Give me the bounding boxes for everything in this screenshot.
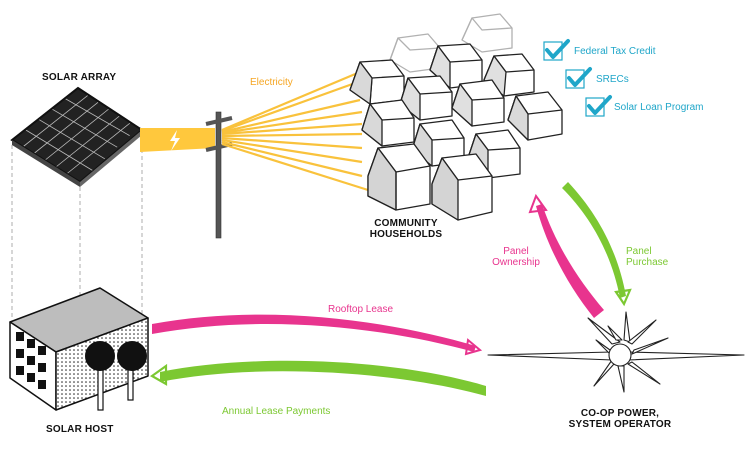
incentive-checks [543,39,612,117]
community-households-line-2: HOUSEHOLDS [369,229,443,240]
checkbox-icon [543,39,570,61]
panel-ownership-line-1: Panel [503,246,529,257]
arrowhead-icon [149,363,168,386]
rooftop-lease-arrow [152,314,476,352]
tree-icon [117,341,147,401]
arrowhead-icon [464,338,483,356]
lease-payments-arrow [160,360,486,396]
incentive-federal-tax-credit: Federal Tax Credit [574,46,656,57]
lightning-bolt-icon [170,130,180,151]
incentive-srecs: SRECs [596,74,629,85]
electricity-label: Electricity [250,77,293,88]
community-houses [349,13,563,221]
tree-icon [85,341,115,411]
solar-host-label: SOLAR HOST [46,424,114,435]
co-op-line-2: SYSTEM OPERATOR [568,419,672,430]
panel-ownership-arrow [536,204,604,318]
panel-purchase-line-2: Purchase [626,257,669,268]
solar-array-label: SOLAR ARRAY [42,72,117,83]
checkbox-icon [585,95,612,117]
annual-lease-payments-label: Annual Lease Payments [222,406,331,417]
arrowhead-icon [528,193,548,214]
co-op-star-icon [487,311,745,393]
checkbox-icon [565,67,592,89]
co-op-label: CO-OP POWER, SYSTEM OPERATOR [560,408,680,430]
community-households-line-1: COMMUNITY [374,218,438,229]
arrowhead-icon [614,288,632,307]
panel-purchase-line-1: Panel [626,246,652,257]
panel-ownership-label: Panel Ownership [486,246,546,268]
panel-purchase-arrow [562,182,626,298]
solar-array-panel [10,86,144,187]
panel-purchase-label: Panel Purchase [626,246,668,268]
co-op-line-1: CO-OP POWER, [580,408,660,419]
electricity-lines [221,70,369,192]
community-households-label: COMMUNITY HOUSEHOLDS [366,218,446,240]
incentive-solar-loan-program: Solar Loan Program [614,102,704,113]
panel-ownership-line-2: Ownership [492,257,540,268]
rooftop-lease-label: Rooftop Lease [328,304,394,315]
